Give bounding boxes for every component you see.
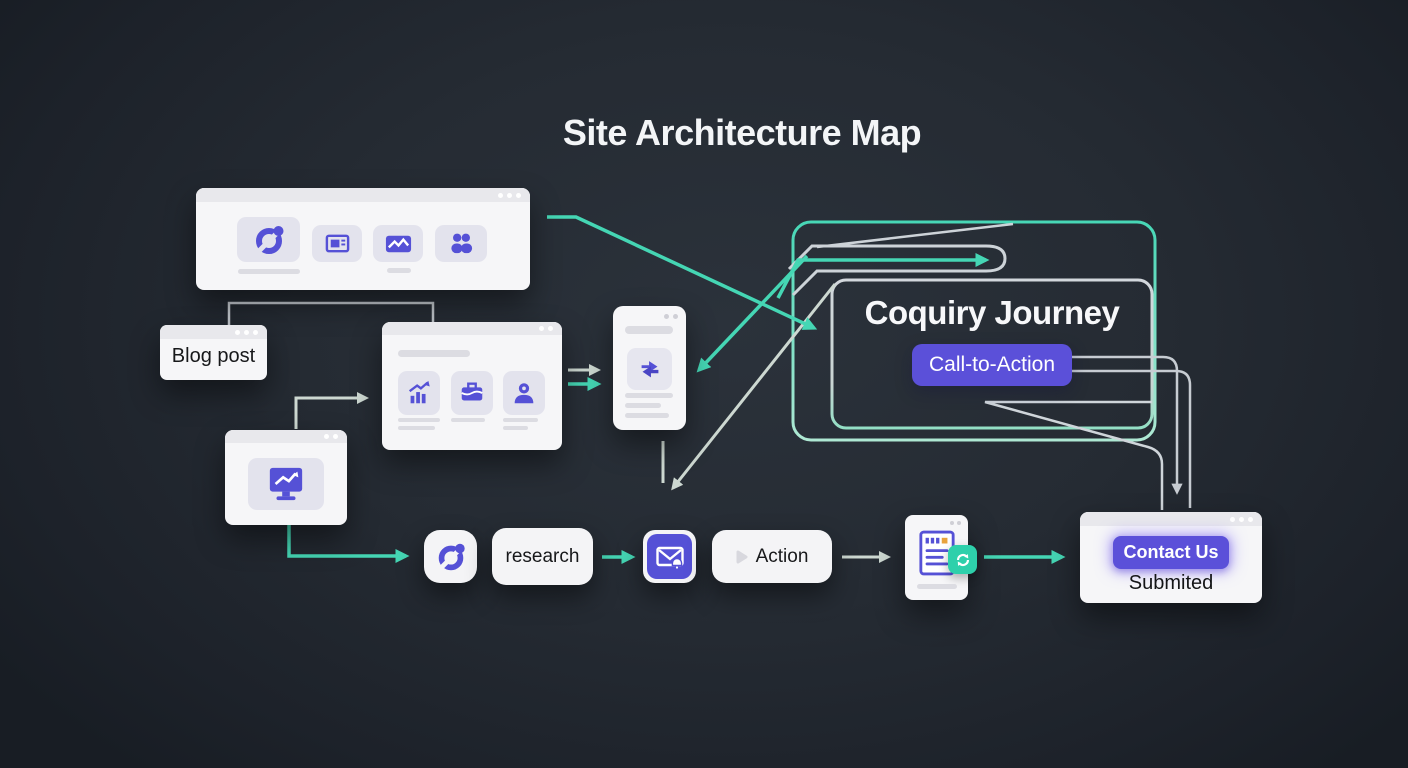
action-label: Action (755, 545, 809, 567)
contact-window[interactable]: Contact Us Submited (1080, 512, 1262, 603)
placeholder-bar (387, 268, 411, 273)
orbit-icon (255, 225, 283, 254)
window-dot (253, 329, 258, 335)
placeholder-line (451, 418, 485, 422)
research-node[interactable]: research (492, 528, 593, 585)
window-dot (498, 192, 503, 198)
placeholder-bar (625, 326, 673, 334)
cursor-icon (736, 550, 748, 563)
service-tile-analytics[interactable] (398, 371, 440, 415)
journey-inner-frame (830, 278, 1154, 430)
journey-outer-frame (791, 220, 1157, 442)
call-to-action-button[interactable]: Call-to-Action (912, 344, 1072, 386)
window-dot (950, 521, 954, 525)
homepage-titlebar (196, 188, 530, 202)
bar-chart-icon (408, 380, 430, 404)
image-icon (385, 235, 411, 253)
window-dot (1239, 516, 1244, 522)
window-dot (957, 521, 961, 525)
service-tile-portfolio[interactable] (451, 371, 493, 415)
nav-tile-media[interactable] (373, 225, 423, 262)
analytics-card[interactable] (225, 430, 347, 525)
window-dot (548, 326, 553, 331)
homepage-window[interactable] (196, 188, 530, 290)
mobile-dots (664, 314, 678, 319)
window-dot (244, 329, 249, 335)
placeholder-line (503, 418, 538, 422)
service-tile-profile[interactable] (503, 371, 545, 415)
action-node[interactable]: Action (712, 530, 832, 583)
window-dot (664, 314, 669, 319)
services-window[interactable] (382, 322, 562, 450)
nav-tile-team[interactable] (435, 225, 487, 262)
contact-us-button[interactable]: Contact Us (1113, 536, 1229, 569)
journey-heading: Coquiry Journey (864, 294, 1120, 331)
mail-node[interactable] (643, 530, 696, 583)
nav-tile-featured[interactable] (237, 217, 300, 262)
news-icon (325, 234, 349, 253)
window-dot (507, 192, 512, 198)
window-dot (539, 326, 544, 331)
contact-status: Submited (1128, 572, 1214, 594)
monitor-tile[interactable] (248, 458, 324, 510)
swap-tile[interactable] (627, 348, 672, 390)
services-titlebar (382, 322, 562, 335)
window-dot (1230, 516, 1235, 522)
form-doc-card[interactable] (905, 515, 977, 600)
page-title: Site Architecture Map (562, 112, 922, 153)
nav-tile-news[interactable] (312, 225, 362, 262)
placeholder-line (398, 426, 435, 430)
connector-chartcard-to-loop (287, 525, 410, 563)
contact-titlebar (1080, 512, 1262, 526)
blog-post-label: Blog post (171, 345, 256, 367)
analytics-titlebar (225, 430, 347, 443)
placeholder-line (625, 413, 669, 418)
placeholder-bar (238, 269, 300, 274)
window-dot (333, 434, 338, 439)
monitor-chart-icon (269, 467, 303, 501)
mail-notification-icon (655, 546, 684, 570)
connector-bracket-homepage (227, 301, 435, 325)
blog-titlebar (160, 325, 267, 339)
connector-cta-to-contact-2 (1070, 369, 1192, 508)
placeholder-line (625, 393, 673, 398)
briefcase-icon (461, 382, 483, 401)
loop-icon (438, 543, 465, 570)
placeholder-line (398, 418, 440, 422)
placeholder-line (503, 426, 528, 430)
connector-chartcard-to-window (294, 392, 369, 429)
placeholder-line (917, 584, 957, 589)
loop-node[interactable] (424, 530, 477, 583)
users-icon (450, 233, 472, 254)
connector-homepage-to-journey (547, 215, 818, 330)
placeholder-bar (398, 350, 470, 357)
profile-icon (514, 383, 534, 404)
connector-banner-arrow (776, 253, 990, 299)
connector-flourish-to-contact (984, 400, 1164, 510)
connector-journey-to-mobile-bottom (671, 283, 837, 491)
journey-panel: Coquiry Journey Call-to-Action (832, 280, 1152, 428)
window-dot (235, 329, 240, 335)
swap-icon (641, 361, 658, 378)
doc-dots (950, 521, 961, 525)
journey-banner-outline (787, 244, 1007, 297)
placeholder-line (625, 403, 661, 408)
window-dot (1248, 516, 1253, 522)
mail-tile (647, 534, 692, 579)
window-dot (516, 192, 521, 198)
sync-badge-icon (948, 545, 977, 574)
blog-post-node[interactable]: Blog post (160, 325, 267, 380)
journey-echo-line (816, 222, 1014, 249)
research-label: research (505, 545, 580, 567)
mobile-screen[interactable] (613, 306, 686, 430)
window-dot (324, 434, 329, 439)
window-dot (673, 314, 678, 319)
